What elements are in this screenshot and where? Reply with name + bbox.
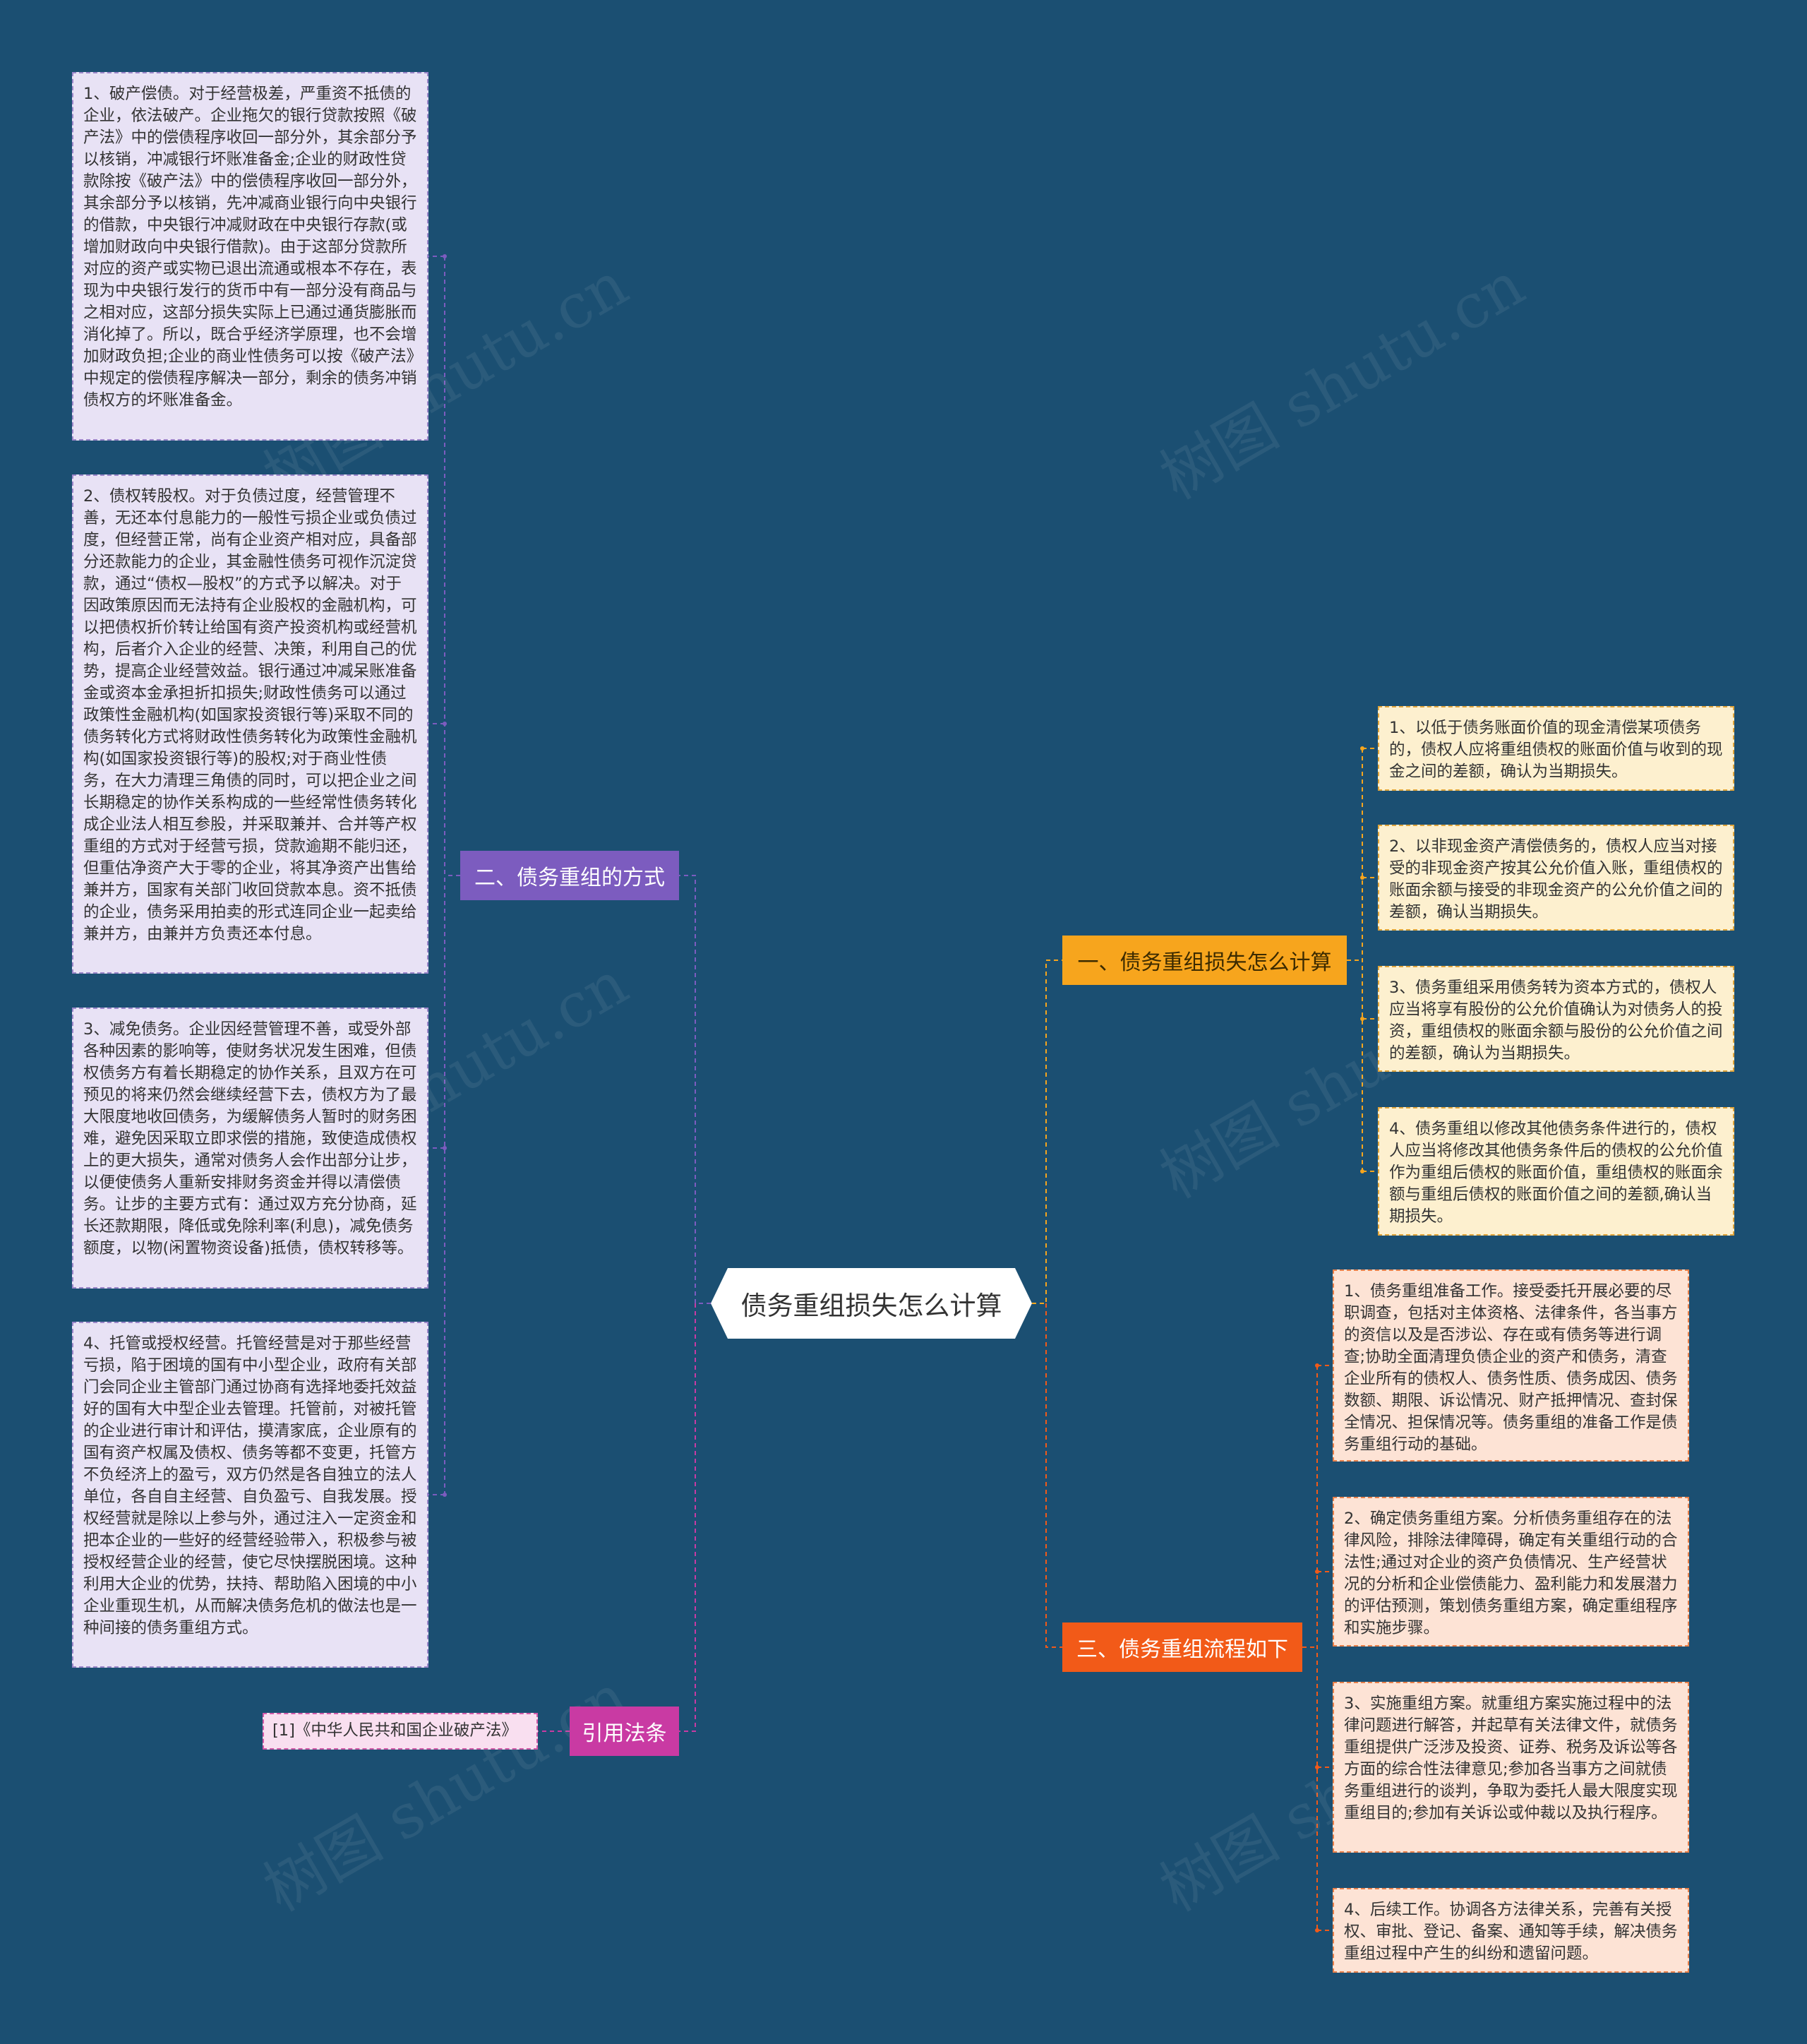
calculation-item-1: 1、以低于债务账面价值的现金清偿某项债务的，债权人应将重组债权的账面价值与收到的… [1378,706,1734,791]
calculation-item-2: 2、以非现金资产清偿债务的，债权人应当对接受的非现金资产按其公允价值入账，重组债… [1378,825,1734,931]
process-item-1: 1、债务重组准备工作。接受委托开展必要的尽职调查，包括对主体资格、法律条件，各当… [1333,1269,1689,1462]
connector-dot [1315,1765,1319,1769]
root-to-calculation-line [1032,960,1062,1304]
method-item-2: 2、债权转股权。对于负债过度，经营管理不善，无还本付息能力的一般性亏损企业或负债… [72,474,428,974]
connector-dot [1360,1017,1364,1021]
calculation-item-3: 3、债务重组采用债务转为资本方式的，债权人应当将享有股份的公允价值确认为对债务人… [1378,966,1734,1072]
connector-dot [1360,875,1364,880]
method-item-3: 3、减免债务。企业因经营管理不善，或受外部各种因素的影响等，使财务状况发生困难，… [72,1008,428,1289]
method-item-4: 4、托管或授权经营。托管经营是对于那些经营亏损，陷于困境的国有中小型企业，政府有… [72,1322,428,1668]
branch-citations[interactable]: 引用法条 [570,1707,679,1756]
process-item-3: 3、实施重组方案。就重组方案实施过程中的法律问题进行解答，并起草有关法律文件，就… [1333,1682,1689,1853]
process-item-4: 4、后续工作。协调各方法律关系，完善有关授权、审批、登记、备案、通知等手续，解决… [1333,1888,1689,1973]
branch-process[interactable]: 三、债务重组流程如下 [1062,1622,1302,1672]
connector-dot [1315,1928,1319,1932]
branch-methods[interactable]: 二、债务重组的方式 [460,851,679,900]
calculation-item-4: 4、债务重组以修改其他债务条件进行的，债权人应当将修改其他债务条件后的债权的公允… [1378,1107,1734,1236]
connector-dot [1315,1363,1319,1368]
connector-dot [443,1493,447,1497]
process-item-2: 2、确定债务重组方案。分析债务重组存在的法律风险，排除法律障碍，确定有关重组行动… [1333,1497,1689,1646]
root-to-methods-line [679,875,711,1304]
method-item-1: 1、破产偿债。对于经营极差，严重资不抵债的企业，依法破产。企业拖欠的银行贷款按照… [72,72,428,441]
root-topic[interactable]: 债务重组损失怎么计算 [711,1268,1032,1339]
connector-dot [443,1146,447,1150]
citation-item-1: [1]《中华人民共和国企业破产法》 [263,1713,538,1750]
connector-dot [443,254,447,258]
connector-dot [1360,746,1364,751]
connector-dot [1315,1570,1319,1574]
root-to-process-line [1045,1303,1062,1648]
connector-dot [443,722,447,726]
root-to-citations-line [679,1303,696,1732]
connector-dot [1360,1169,1364,1173]
branch-calculation[interactable]: 一、债务重组损失怎么计算 [1062,936,1347,985]
